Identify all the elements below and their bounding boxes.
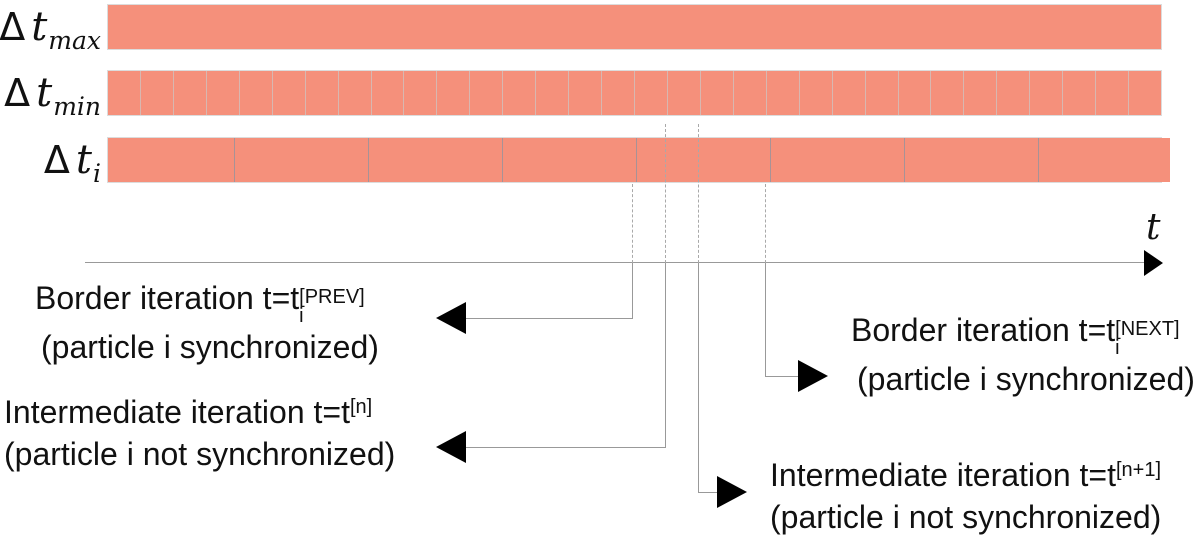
bar-segment: [470, 71, 504, 115]
annotation-line1: Border iteration t=t[PREV]i: [35, 277, 379, 326]
t-symbol: t: [36, 70, 53, 116]
superscript-prev: [PREV]: [299, 286, 365, 308]
annotation-intermediate-n-plus-1: Intermediate iteration t=t[n+1] (particl…: [770, 454, 1161, 537]
annotation-line1: Intermediate iteration t=t[n]: [4, 391, 395, 433]
subscript-i: i: [1115, 337, 1120, 359]
bar-segment: [766, 71, 800, 115]
bar-segment: [371, 71, 405, 115]
bar-segment: [338, 71, 372, 115]
bar-segment: [108, 5, 1161, 49]
bar-segment: [997, 71, 1031, 115]
arrowhead-right-icon: [717, 476, 747, 508]
bar-dt-i: [107, 137, 1170, 183]
dashed-guide-next: [765, 184, 766, 263]
drop-line-n: [665, 263, 666, 448]
delta-symbol: Δ: [0, 5, 26, 49]
bar-segment: [865, 71, 899, 115]
bar-segment: [437, 71, 471, 115]
delta-symbol: Δ: [43, 138, 70, 182]
annotation-text: Intermediate iteration t=t: [4, 394, 350, 430]
annotation-line2: (particle i synchronized): [857, 361, 1195, 397]
annotation-line1: Intermediate iteration t=t[n+1]: [770, 454, 1161, 496]
superscript-n: [n]: [349, 396, 373, 418]
sub-sup-group: [PREV]i: [299, 286, 365, 327]
subscript-max: max: [48, 25, 101, 55]
subscript-min: min: [53, 91, 101, 121]
bar-segment: [503, 71, 537, 115]
dashed-guide-n-plus-1: [698, 124, 699, 263]
annotation-border-next: Border iteration t=t[NEXT]i (particle i …: [851, 309, 1195, 400]
bar-segment: [1129, 71, 1161, 115]
bar-segment: [1030, 71, 1064, 115]
arrowhead-right-icon: [798, 360, 828, 392]
bar-segment: [700, 71, 734, 115]
subscript-i: i: [93, 158, 101, 188]
bar-segment: [173, 71, 207, 115]
drop-line-next: [765, 263, 766, 377]
bar-segment: [637, 138, 771, 182]
annotation-line2: (particle i synchronized): [41, 329, 379, 365]
bar-segment: [140, 71, 174, 115]
bar-segment: [799, 71, 833, 115]
bar-segment: [239, 71, 273, 115]
annotation-line2: (particle i not synchronized): [4, 436, 396, 472]
bar-segment: [305, 71, 339, 115]
delta-symbol: Δ: [4, 71, 31, 115]
connector-line-n: [466, 447, 666, 448]
superscript-next: [NEXT]: [1115, 318, 1180, 340]
arrowhead-left-icon: [436, 431, 466, 463]
bar-segment: [108, 138, 235, 182]
annotation-border-prev: Border iteration t=t[PREV]i (particle i …: [35, 277, 379, 368]
bar-segment: [905, 138, 1039, 182]
bar-segment: [635, 71, 668, 115]
bar-segment: [602, 71, 635, 115]
t-symbol: t: [75, 137, 92, 183]
bar-segment: [733, 71, 767, 115]
drop-line-n-plus-1: [698, 263, 699, 493]
annotation-text: Border iteration t=t: [851, 312, 1116, 348]
bar-dt-max: [107, 4, 1162, 50]
bar-segment: [667, 71, 701, 115]
bar-segment: [503, 138, 637, 182]
connector-line-next: [765, 376, 799, 377]
bar-segment: [832, 71, 866, 115]
sub-sup-group: [NEXT]i: [1115, 318, 1180, 359]
bar-segment: [108, 71, 141, 115]
bar-segment: [931, 71, 965, 115]
annotation-text: Intermediate iteration t=t: [770, 457, 1116, 493]
axis-label-t: t: [1146, 207, 1161, 248]
bar-segment: [272, 71, 306, 115]
annotation-line1: Border iteration t=t[NEXT]i: [851, 309, 1195, 358]
dashed-guide-prev: [632, 184, 633, 263]
bar-segment: [1063, 71, 1097, 115]
annotation-text: Border iteration t=t: [35, 280, 300, 316]
bar-segment: [235, 138, 369, 182]
bar-segment: [404, 71, 438, 115]
annotation-line2: (particle i not synchronized): [770, 499, 1162, 535]
superscript-n-plus-1: [n+1]: [1115, 459, 1162, 481]
arrowhead-left-icon: [436, 302, 466, 334]
bar-dt-min: [107, 70, 1162, 116]
time-axis: [85, 262, 1144, 263]
bar-segment: [1039, 138, 1170, 182]
connector-line-n-plus-1: [698, 492, 718, 493]
t-symbol: t: [31, 4, 48, 50]
dashed-guide-n: [665, 124, 666, 263]
subscript-i: i: [299, 305, 304, 327]
bar-segment: [536, 71, 570, 115]
bar-segment: [898, 71, 932, 115]
bar-segment: [369, 138, 503, 182]
bar-segment: [206, 71, 240, 115]
annotation-intermediate-n: Intermediate iteration t=t[n] (particle …: [4, 391, 395, 475]
bar-segment: [1096, 71, 1130, 115]
axis-arrowhead-icon: [1144, 250, 1163, 276]
bar-segment: [569, 71, 603, 115]
drop-line-prev: [632, 263, 633, 319]
bar-segment: [964, 71, 998, 115]
bar-segment: [771, 138, 905, 182]
connector-line-prev: [466, 318, 633, 319]
